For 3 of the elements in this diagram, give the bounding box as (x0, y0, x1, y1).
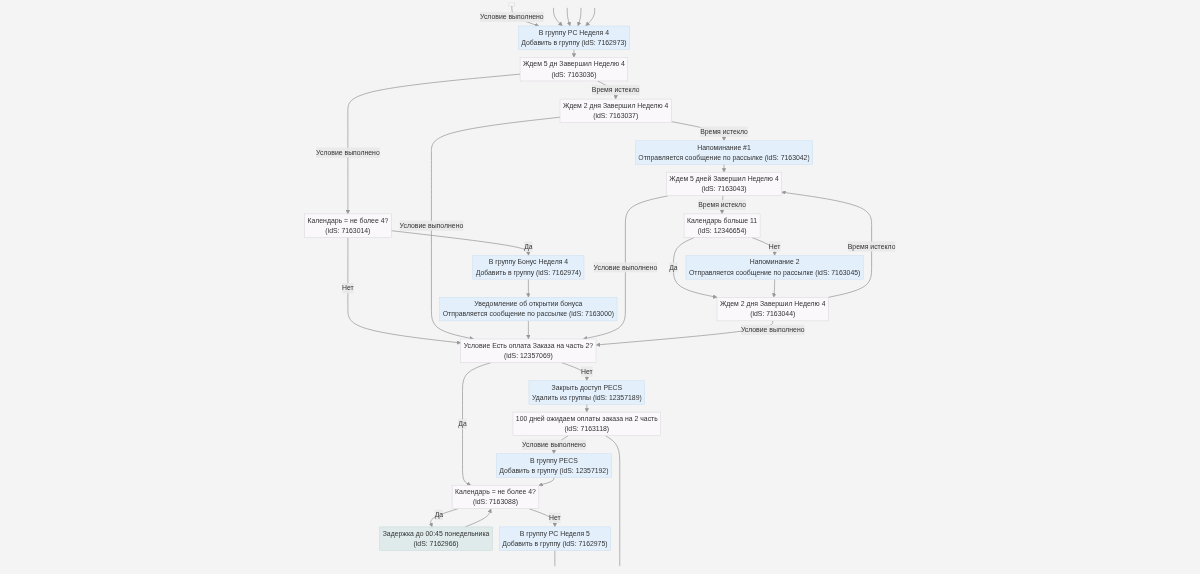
connector (554, 550, 556, 567)
node-box (508, 2, 515, 7)
connector (605, 435, 621, 567)
